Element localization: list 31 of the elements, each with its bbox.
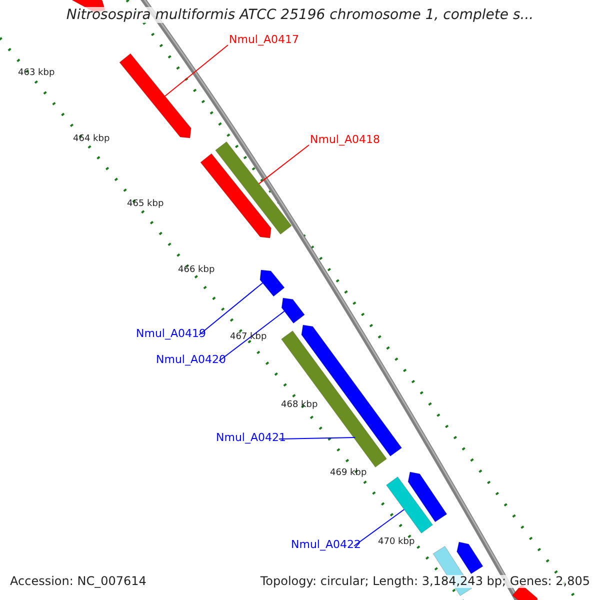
scale-label: 467 kbp bbox=[230, 333, 267, 343]
gene-feature bbox=[456, 542, 484, 574]
accession-text: Accession: NC_007614 bbox=[10, 575, 146, 588]
leader-line bbox=[278, 437, 356, 440]
scale-label: 463 kbp bbox=[18, 69, 55, 79]
gene-feature bbox=[301, 324, 402, 456]
gene-label: Nmul_A0420 bbox=[156, 354, 226, 366]
gene-feature bbox=[408, 472, 448, 522]
gene-label: Nmul_A0421 bbox=[216, 432, 286, 444]
gene-label: Nmul_A0422 bbox=[291, 539, 361, 552]
gene-feature bbox=[119, 53, 192, 138]
leader-line bbox=[218, 310, 285, 362]
scale-label: 465 kbp bbox=[127, 200, 164, 210]
gene-feature bbox=[200, 153, 272, 238]
gene-feature bbox=[386, 476, 433, 534]
scale-label: 468 kbp bbox=[281, 401, 318, 411]
gene-label: Nmul_A0417 bbox=[229, 34, 299, 46]
scale-label: 464 kbp bbox=[73, 135, 110, 145]
leader-line bbox=[198, 282, 264, 336]
gene-feature bbox=[281, 298, 305, 324]
leader-line bbox=[258, 144, 310, 184]
summary-text: Topology: circular; Length: 3,184,243 bp; Genes: 2,805 bbox=[260, 575, 590, 588]
gene-label: Nmul_A0419 bbox=[136, 328, 206, 340]
scale-label: 469 kbp bbox=[330, 469, 367, 479]
gene-feature bbox=[215, 141, 292, 235]
gene-label: Nmul_A0418 bbox=[310, 134, 380, 146]
gene-feature bbox=[260, 270, 285, 297]
scale-label: 470 kbp bbox=[378, 538, 415, 548]
leader-line bbox=[354, 508, 405, 546]
leader-line bbox=[164, 44, 228, 97]
scale-label: 466 kbp bbox=[178, 266, 215, 276]
